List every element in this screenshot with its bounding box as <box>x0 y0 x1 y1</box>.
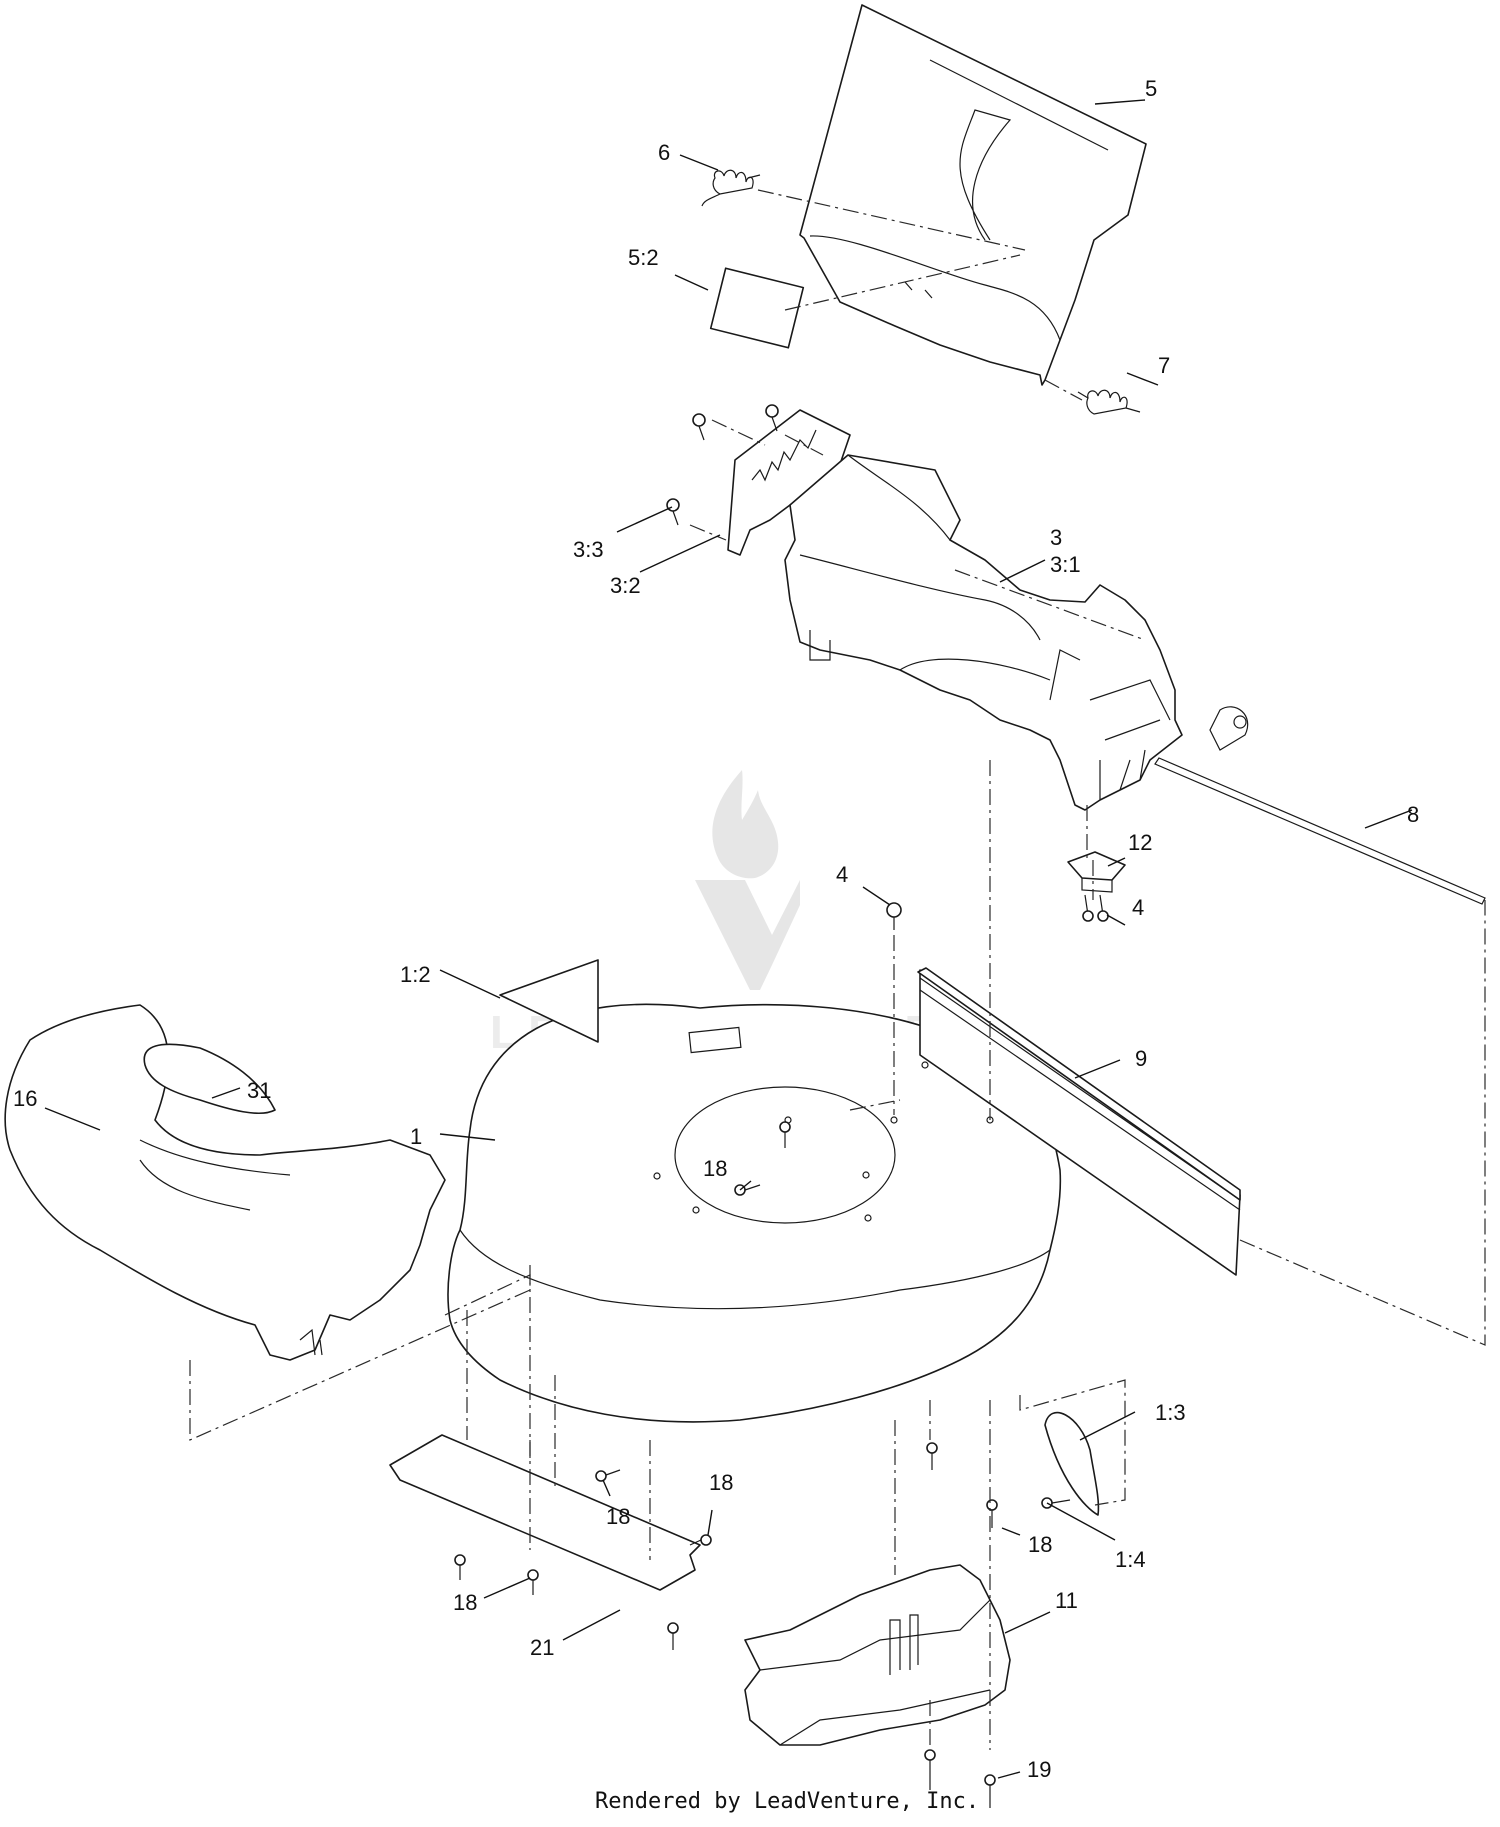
callout-4-top: 4 <box>836 862 848 887</box>
callout-18-bottom: 18 <box>453 1590 477 1615</box>
callout-12: 12 <box>1128 830 1152 855</box>
discharge-chute-part-16 <box>4 1004 446 1361</box>
rendered-by-credit: Rendered by LeadVenture, Inc. <box>595 1789 979 1814</box>
callout-6: 6 <box>658 140 670 165</box>
callout-9: 9 <box>1135 1046 1147 1071</box>
screws-part-18 <box>454 1121 998 1650</box>
screw-part-4-top <box>886 902 902 930</box>
assembly-center-lines <box>189 189 1486 1750</box>
callout-16: 16 <box>13 1086 37 1111</box>
screws-part-19 <box>924 1749 996 1808</box>
callout-5-2: 5:2 <box>628 245 659 270</box>
callout-7: 7 <box>1158 353 1170 378</box>
callout-leaders <box>44 99 1413 1779</box>
bracket-part-12 <box>1067 851 1126 922</box>
lower-housing-part-11 <box>744 1564 1011 1746</box>
rod-part-8 <box>1154 757 1486 905</box>
rear-housing-part-3 <box>727 409 1249 811</box>
callout-3: 3 <box>1050 525 1062 550</box>
callout-labels: 5 6 5:2 7 3:3 3:2 3 3:1 8 12 4 4 1:2 9 1… <box>13 76 1419 1782</box>
chute-cover-part-31 <box>143 1043 276 1114</box>
rear-flap-part-9 <box>917 967 1241 1276</box>
torsion-spring-part-6 <box>701 169 761 207</box>
callout-18-plate-left: 18 <box>606 1504 630 1529</box>
callout-5: 5 <box>1145 76 1157 101</box>
callout-3-1: 3:1 <box>1050 552 1081 577</box>
rear-flap-part-5 <box>799 4 1147 386</box>
callout-1-3: 1:3 <box>1155 1400 1186 1425</box>
callout-3-2: 3:2 <box>610 573 641 598</box>
callout-18-plate-right: 18 <box>709 1470 733 1495</box>
callout-11: 11 <box>1055 1588 1078 1613</box>
screw-part-3-3 <box>666 404 779 526</box>
callout-1-2: 1:2 <box>400 962 431 987</box>
callout-18-center: 18 <box>703 1156 727 1181</box>
callout-31: 31 <box>247 1078 271 1103</box>
decal-part-5-2 <box>709 267 805 349</box>
plate-part-21 <box>389 1434 701 1591</box>
callout-1-4: 1:4 <box>1115 1547 1146 1572</box>
torsion-spring-part-7 <box>1077 389 1141 415</box>
deck-part-1 <box>447 1003 1062 1423</box>
callout-4-bracket: 4 <box>1132 895 1144 920</box>
guard-part-1-3 <box>1044 1411 1100 1516</box>
callout-21: 21 <box>530 1635 554 1660</box>
callout-1: 1 <box>410 1124 422 1149</box>
callout-19: 19 <box>1027 1757 1051 1782</box>
decal-part-1-2 <box>499 959 599 1043</box>
screw-part-1-4 <box>1041 1497 1071 1509</box>
callout-18-right: 18 <box>1028 1532 1052 1557</box>
callout-8: 8 <box>1407 802 1419 827</box>
callout-3-3: 3:3 <box>573 537 604 562</box>
